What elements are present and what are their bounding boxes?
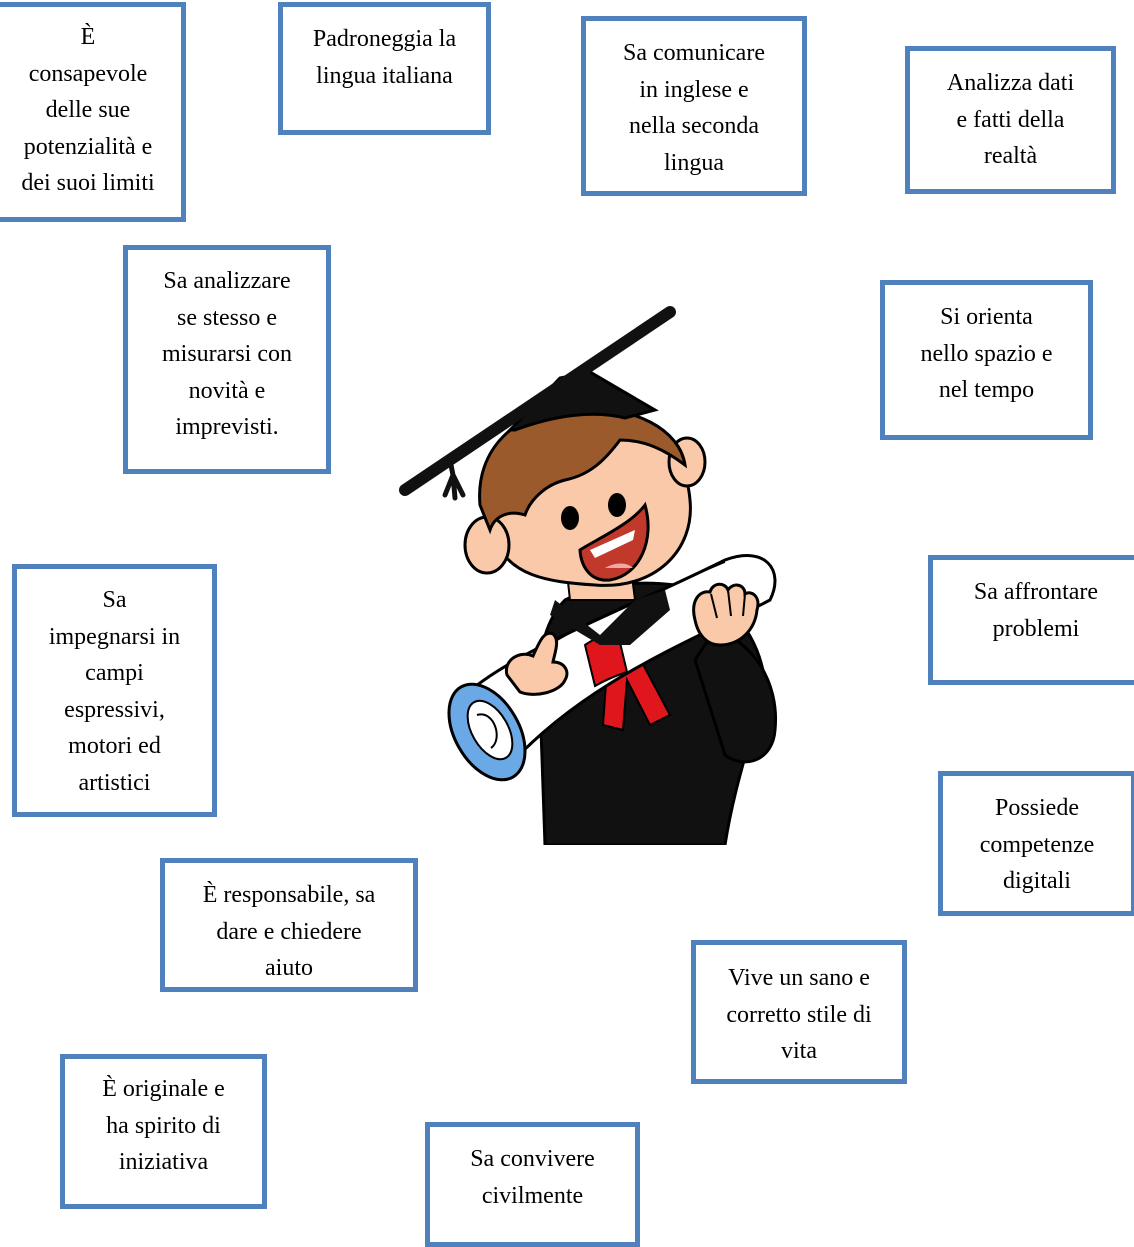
box-stile-di-vita-text: Vive un sano e corretto stile di vita [726, 965, 872, 1064]
box-analizza-dati: Analizza dati e fatti della realtà [905, 46, 1116, 194]
box-responsabile-text: È responsabile, sa dare e chiedere aiuto [202, 882, 376, 981]
box-affrontare-problemi: Sa affrontare problemi [928, 555, 1134, 685]
box-analizza-dati-text: Analizza dati e fatti della realtà [946, 70, 1075, 169]
box-lingua-italiana: Padroneggia la lingua italiana [278, 2, 491, 135]
graduate-student-icon [399, 306, 778, 845]
box-originale-text: È originale e ha spirito di iniziativa [102, 1076, 225, 1175]
box-convivere-text: Sa convivere civilmente [470, 1146, 595, 1209]
box-competenze-digitali-text: Possiede competenze digitali [979, 795, 1095, 894]
box-campi-espressivi: Sa impegnarsi in campi espressivi, motor… [12, 564, 217, 817]
box-competenze-digitali: Possiede competenze digitali [938, 771, 1134, 916]
box-lingua-italiana-text: Padroneggia la lingua italiana [312, 26, 457, 89]
box-si-orienta: Si orienta nello spazio e nel tempo [880, 280, 1093, 440]
box-consapevole-text: È consapevole delle sue potenzialità e d… [21, 24, 155, 196]
box-analizzare-se-stesso: Sa analizzare se stesso e misurarsi con … [123, 245, 331, 474]
box-convivere: Sa convivere civilmente [425, 1122, 640, 1247]
box-responsabile: È responsabile, sa dare e chiedere aiuto [160, 858, 418, 992]
left-eye [561, 506, 579, 530]
left-hand [504, 631, 569, 696]
box-stile-di-vita: Vive un sano e corretto stile di vita [691, 940, 907, 1084]
box-si-orienta-text: Si orienta nello spazio e nel tempo [920, 304, 1053, 403]
box-inglese: Sa comunicare in inglese e nella seconda… [581, 16, 807, 196]
box-originale: È originale e ha spirito di iniziativa [60, 1054, 267, 1209]
box-campi-espressivi-text: Sa impegnarsi in campi espressivi, motor… [48, 587, 181, 796]
box-consapevole: È consapevole delle sue potenzialità e d… [0, 2, 186, 222]
tassel [442, 457, 466, 501]
box-affrontare-problemi-text: Sa affrontare problemi [973, 579, 1099, 642]
right-eye [608, 493, 626, 517]
box-analizzare-se-stesso-text: Sa analizzare se stesso e misurarsi con … [162, 268, 292, 440]
cap-top [506, 370, 659, 432]
box-inglese-text: Sa comunicare in inglese e nella seconda… [623, 40, 765, 176]
